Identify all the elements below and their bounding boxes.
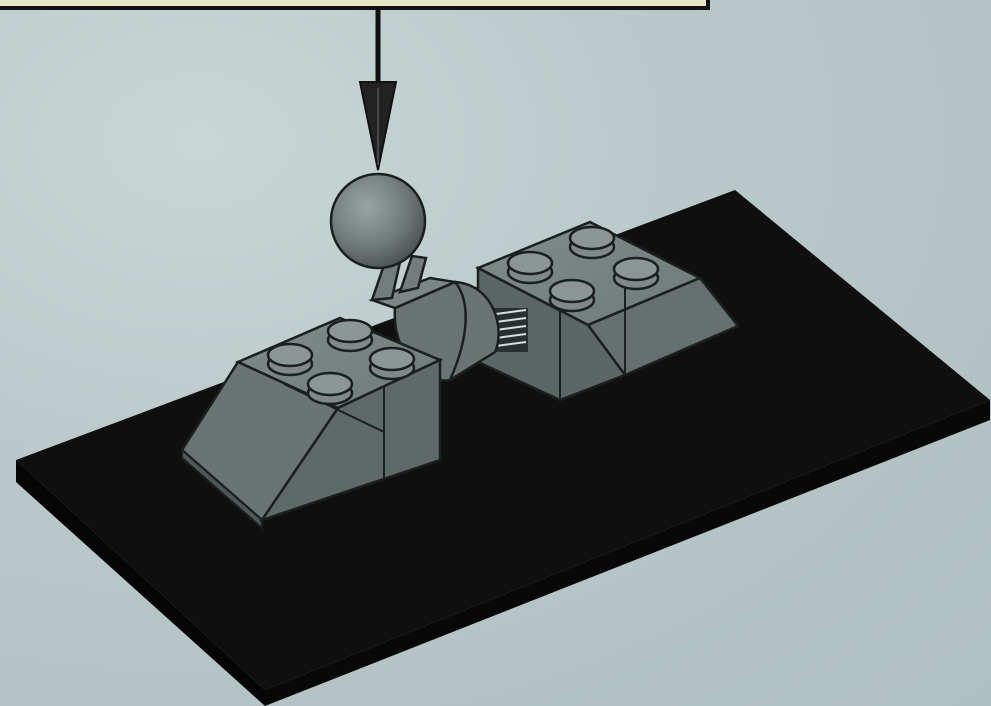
stud: [508, 252, 552, 283]
stud: [308, 373, 352, 404]
pointer-arrow: [360, 8, 396, 170]
stud: [268, 344, 312, 375]
stud: [328, 320, 372, 351]
stud: [370, 348, 414, 379]
callout-box: [0, 0, 708, 8]
stud: [570, 227, 614, 258]
ball-joint: [331, 174, 425, 268]
stud: [614, 258, 658, 289]
stud: [550, 280, 594, 311]
